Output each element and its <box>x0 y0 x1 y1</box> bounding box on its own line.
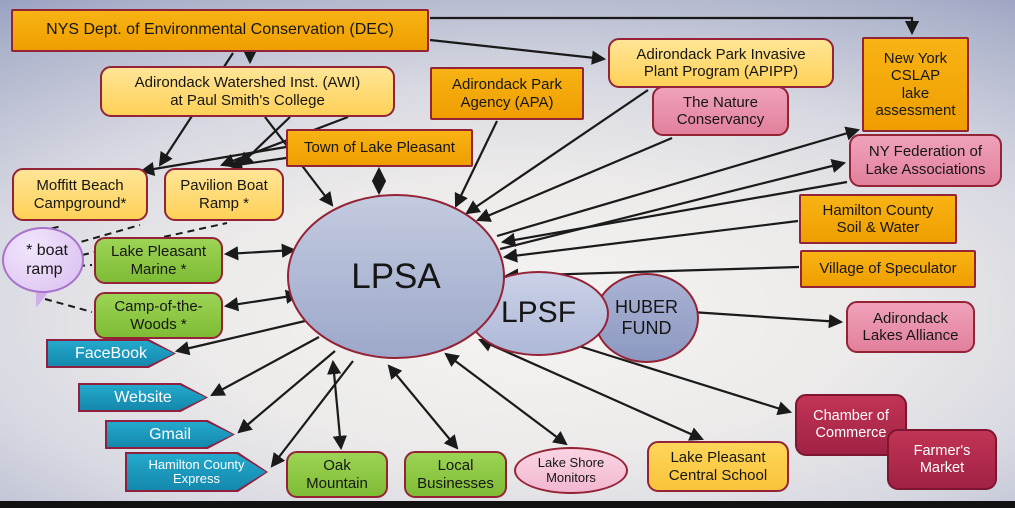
slide-bottom-bar <box>0 501 1015 508</box>
node-lake-pleasant-marine: Lake Pleasant Marine * <box>94 237 223 284</box>
node-gmail: Gmail <box>105 420 235 449</box>
node-lpsa: LPSA <box>287 194 505 359</box>
node-apipp: Adirondack Park Invasive Plant Program (… <box>608 38 834 88</box>
facebook-label: FaceBook <box>48 341 174 366</box>
node-adirondack-lakes-alliance: Adirondack Lakes Alliance <box>846 301 975 353</box>
boat-ramp-note-bubble: * boat ramp <box>2 227 84 293</box>
hamilton-county-express-label: Hamilton County Express <box>127 454 266 490</box>
node-lake-shore-monitors: Lake Shore Monitors <box>514 447 628 494</box>
node-town-of-lake-pleasant: Town of Lake Pleasant <box>286 129 473 167</box>
node-camp-of-the-woods: Camp-of-the- Woods * <box>94 292 223 339</box>
node-pavilion-boat-ramp: Pavilion Boat Ramp * <box>164 168 284 221</box>
gmail-label: Gmail <box>107 422 233 447</box>
node-facebook: FaceBook <box>46 339 176 368</box>
node-apa: Adirondack Park Agency (APA) <box>430 67 584 120</box>
node-moffitt-beach: Moffitt Beach Campground* <box>12 168 148 221</box>
node-ny-federation: NY Federation of Lake Associations <box>849 134 1002 187</box>
node-website: Website <box>78 383 208 412</box>
node-oak-mountain: Oak Mountain <box>286 451 388 498</box>
node-awi: Adirondack Watershed Inst. (AWI) at Paul… <box>100 66 395 117</box>
node-farmers-market: Farmer's Market <box>887 429 997 490</box>
node-local-businesses: Local Businesses <box>404 451 507 498</box>
node-cslap: New York CSLAP lake assessment <box>862 37 969 132</box>
node-hamilton-county-soil-water: Hamilton County Soil & Water <box>799 194 957 244</box>
node-dec: NYS Dept. of Environmental Conservation … <box>11 9 429 52</box>
node-nature-conservancy: The Nature Conservancy <box>652 86 789 136</box>
node-lake-pleasant-central-school: Lake Pleasant Central School <box>647 441 789 492</box>
node-hamilton-county-express: Hamilton County Express <box>125 452 268 492</box>
node-huber-fund: HUBER FUND <box>594 273 699 363</box>
website-label: Website <box>80 385 206 410</box>
node-village-of-speculator: Village of Speculator <box>800 250 976 288</box>
